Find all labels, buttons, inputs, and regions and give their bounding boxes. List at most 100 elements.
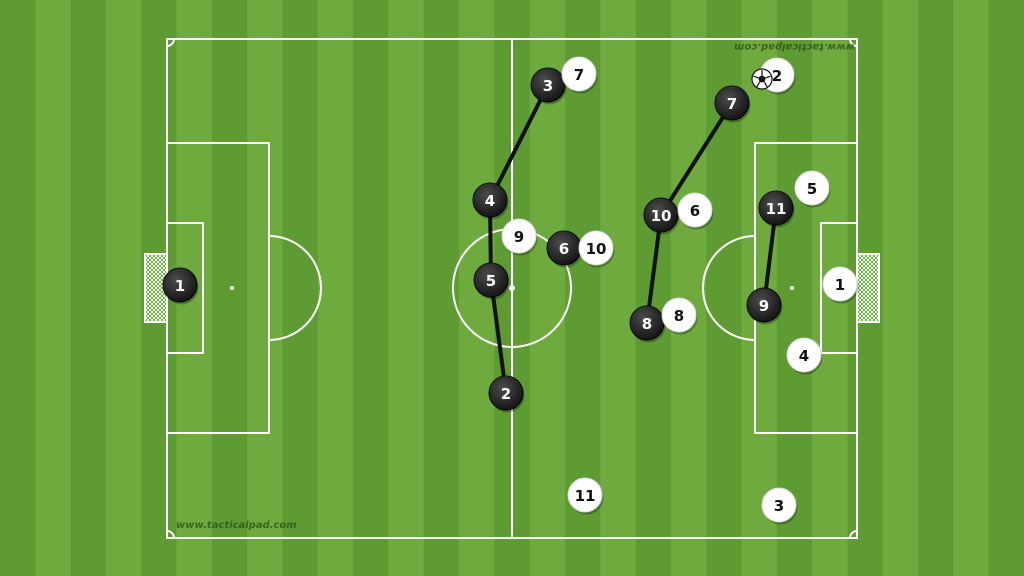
black-player-9[interactable]: 9 [746, 287, 783, 325]
black-player-number: 5 [486, 272, 496, 290]
token-gloss [762, 488, 796, 522]
black-player-3[interactable]: 3 [530, 67, 567, 105]
grass-stripe [953, 0, 990, 576]
right-penalty-spot [790, 286, 794, 290]
black-player-7[interactable]: 7 [714, 85, 751, 123]
black-player-number: 8 [642, 315, 652, 333]
white-player-number: 11 [575, 487, 596, 505]
grass-stripe [882, 0, 919, 576]
white-player-7[interactable]: 7 [561, 56, 598, 94]
grass-stripe [35, 0, 72, 576]
black-player-number: 10 [651, 207, 672, 225]
black-player-1[interactable]: 1 [162, 267, 199, 305]
token-gloss [644, 198, 678, 232]
black-player-10[interactable]: 10 [643, 197, 680, 235]
white-player-number: 10 [586, 240, 607, 258]
black-player-number: 2 [501, 385, 511, 403]
white-player-number: 5 [807, 180, 817, 198]
black-player-6[interactable]: 6 [546, 230, 583, 268]
grass-stripe [918, 0, 954, 576]
grass-stripe [988, 0, 1024, 576]
corner-arc-tl [166, 38, 175, 47]
center-spot [509, 285, 515, 291]
white-player-number: 6 [690, 202, 700, 220]
grass-stripe [70, 0, 107, 576]
link-line [489, 278, 508, 395]
white-player-number: 7 [574, 66, 584, 84]
corner-arc-bl [166, 530, 175, 539]
white-team: 1 2 3 4 5 6 7 8 9 10 11 [501, 56, 859, 525]
token-gloss [795, 171, 829, 205]
white-player-1[interactable]: 1 [822, 266, 859, 304]
corner-arc-br [849, 530, 858, 539]
token-gloss [715, 86, 749, 120]
token-gloss [787, 338, 821, 372]
white-player-number: 4 [799, 347, 809, 365]
soccer-ball-icon[interactable] [751, 68, 773, 90]
black-player-2[interactable]: 2 [488, 375, 525, 413]
token-gloss [163, 268, 197, 302]
grass-stripe [247, 0, 284, 576]
token-gloss [489, 376, 523, 410]
grass-stripe [670, 0, 707, 576]
white-player-11[interactable]: 11 [567, 477, 604, 515]
link-line [645, 213, 663, 325]
watermark-top: www.tacticalpad.com [734, 41, 855, 52]
white-player-3[interactable]: 3 [761, 487, 798, 525]
white-player-9[interactable]: 9 [501, 218, 538, 256]
black-player-number: 6 [559, 240, 569, 258]
token-gloss [823, 267, 857, 301]
right-penalty-arc [702, 235, 756, 341]
black-player-number: 1 [175, 277, 185, 295]
black-player-number: 4 [485, 192, 495, 210]
token-gloss [562, 57, 596, 91]
token-gloss [678, 193, 712, 227]
grass-stripe [388, 0, 425, 576]
link-line [659, 101, 734, 217]
grass-stripe [353, 0, 390, 576]
white-player-number: 9 [514, 228, 524, 246]
left-penalty-arc [268, 235, 322, 341]
token-gloss [759, 191, 793, 225]
black-player-4[interactable]: 4 [472, 182, 509, 220]
token-gloss [531, 68, 565, 102]
watermark-bottom: www.tacticalpad.com [176, 520, 297, 531]
token-gloss [568, 478, 602, 512]
white-player-number: 8 [674, 307, 684, 325]
black-team: 1 2 3 4 5 6 7 8 9 10 11 [162, 67, 795, 413]
black-player-11[interactable]: 11 [758, 190, 795, 228]
white-player-number: 1 [835, 276, 845, 294]
black-player-number: 11 [766, 200, 787, 218]
white-player-6[interactable]: 6 [677, 192, 714, 230]
token-gloss [579, 231, 613, 265]
white-player-10[interactable]: 10 [578, 230, 615, 268]
black-player-number: 9 [759, 297, 769, 315]
white-player-5[interactable]: 5 [794, 170, 831, 208]
grass-stripe [211, 0, 248, 576]
link-line [488, 83, 550, 202]
grass-stripe [105, 0, 142, 576]
white-player-8[interactable]: 8 [661, 297, 698, 335]
corner-arc-tr [849, 38, 858, 47]
grass-stripe [600, 0, 637, 576]
token-gloss [662, 298, 696, 332]
white-player-4[interactable]: 4 [786, 337, 823, 375]
black-player-5[interactable]: 5 [473, 262, 510, 300]
white-player-number: 3 [774, 497, 784, 515]
black-player-number: 3 [543, 77, 553, 95]
grass-stripe [282, 0, 319, 576]
grass-stripe [317, 0, 354, 576]
token-gloss [630, 306, 664, 340]
right-goal-net [856, 253, 880, 323]
left-penalty-spot [230, 286, 234, 290]
token-gloss [747, 288, 781, 322]
token-gloss [502, 219, 536, 253]
grass-stripe [423, 0, 460, 576]
white-player-number: 2 [772, 67, 782, 85]
token-gloss [473, 183, 507, 217]
token-gloss [547, 231, 581, 265]
grass-stripe [0, 0, 36, 576]
token-gloss [474, 263, 508, 297]
